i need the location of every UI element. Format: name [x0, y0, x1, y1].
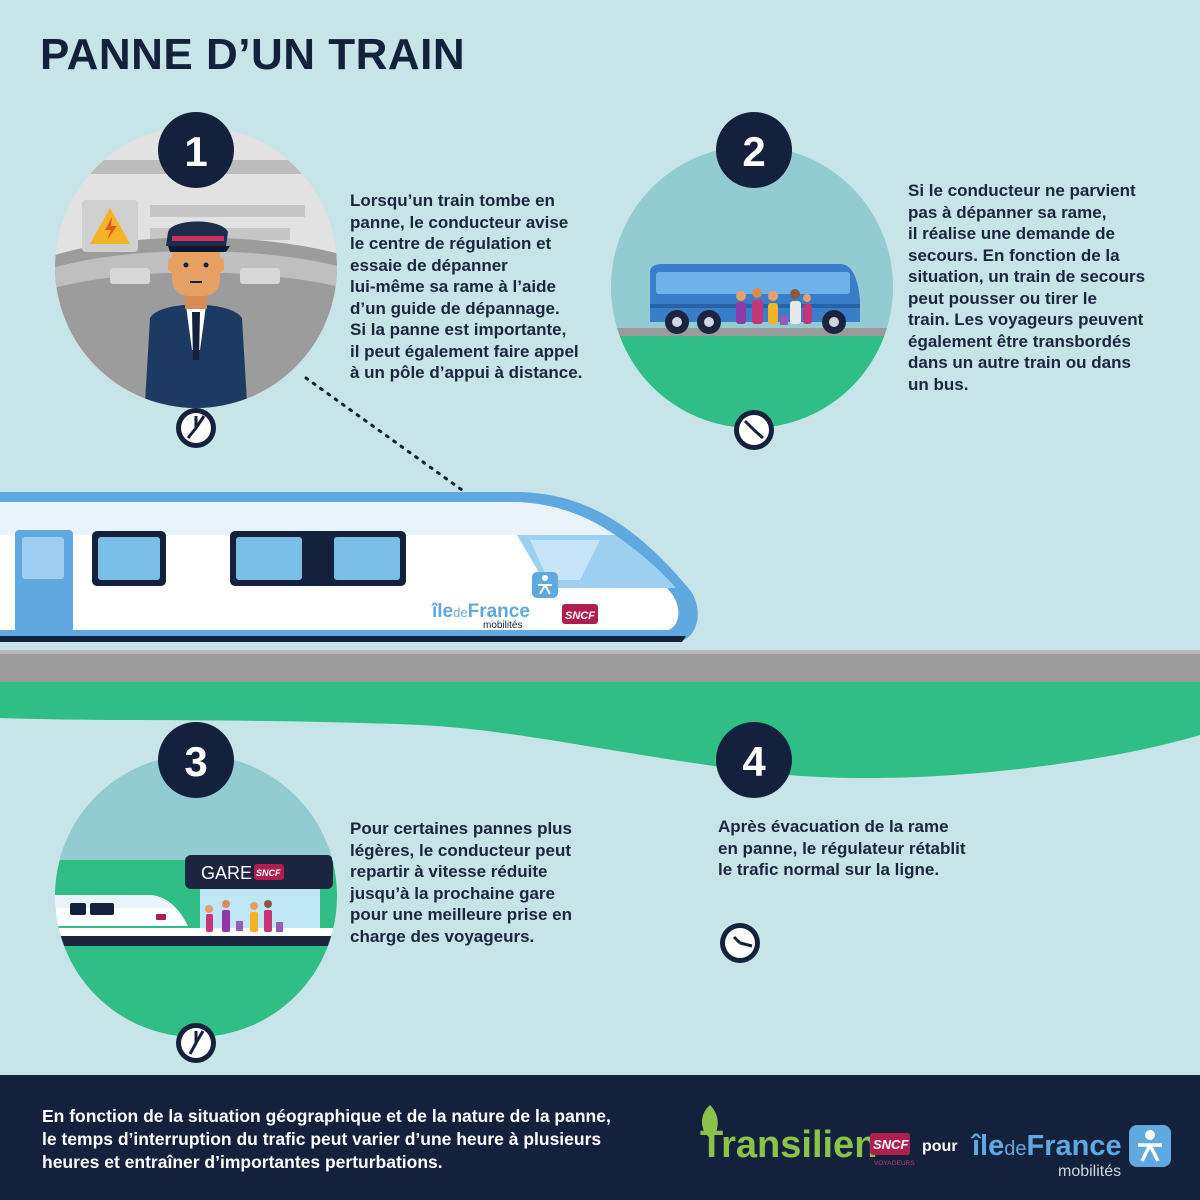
footer-text: En fonction de la situation géographique… — [42, 1106, 611, 1172]
step-2-text: Si le conducteur ne parvient pas à dépan… — [908, 181, 1146, 394]
step-number-2: 2 — [742, 128, 765, 175]
idf-logo: îledeFrance — [970, 1130, 1122, 1162]
step-1-text: Lorsqu’un train tombe en panne, le condu… — [350, 191, 583, 382]
idf-logo-de: de — [1004, 1138, 1026, 1160]
transilien-logo: Transilien — [700, 1124, 877, 1166]
step-number-4: 4 — [742, 738, 766, 785]
footer: En fonction de la situation géographique… — [0, 1075, 1200, 1200]
step-badge-1: 1 — [158, 112, 234, 188]
sncf-voyageurs: VOYAGEURS — [874, 1160, 915, 1167]
train-brand-logo: îledeFrance — [431, 601, 530, 622]
page-title: PANNE D’UN TRAIN — [40, 30, 466, 79]
train-brand-france: France — [468, 601, 530, 622]
scene-1-driver — [55, 126, 337, 408]
train-brand-ile: île — [431, 601, 453, 622]
clock-icon — [176, 408, 216, 448]
pour-text: pour — [922, 1138, 958, 1155]
step-badge-2: 2 — [716, 112, 792, 188]
rail-track — [0, 650, 1200, 682]
step-3-text: Pour certaines pannes plus légères, le c… — [350, 819, 573, 946]
sncf-logo — [870, 1133, 910, 1155]
idf-logo-ile: île — [970, 1130, 1004, 1162]
clock-icon — [720, 923, 760, 963]
train-brand-mobilites: mobilités — [483, 620, 522, 631]
clock-icon — [734, 410, 774, 450]
step-badge-3: 3 — [158, 722, 234, 798]
train-brand-de: de — [453, 605, 467, 620]
footer-logos: Transilien SNCF VOYAGEURS pour îledeFran… — [700, 1105, 1171, 1180]
step-number-1: 1 — [184, 128, 207, 175]
train-sncf-text: SNCF — [565, 610, 595, 622]
illustration: îledeFrance mobilités SNCF — [0, 112, 1200, 1063]
scene-2-bus — [611, 146, 893, 428]
station-sncf-logo — [254, 864, 284, 880]
grass-band — [0, 682, 1200, 779]
transilien-leaf-icon — [701, 1105, 718, 1139]
step-badge-4: 4 — [716, 722, 792, 798]
clock-icon — [176, 1023, 216, 1063]
idf-logo-mobilites: mobilités — [1058, 1163, 1121, 1180]
sncf-logo-text: SNCF — [873, 1137, 909, 1152]
station-sncf-text: SNCF — [256, 868, 281, 878]
step-4-text: Après évacuation de la rame en panne, le… — [718, 817, 966, 879]
pointer-dotted-line — [304, 376, 464, 492]
step-number-3: 3 — [184, 738, 207, 785]
train-sncf-logo — [562, 604, 598, 624]
idf-logo-france: France — [1027, 1130, 1122, 1162]
station-sign: GARE — [201, 863, 252, 883]
train: îledeFrance mobilités SNCF — [0, 492, 698, 642]
